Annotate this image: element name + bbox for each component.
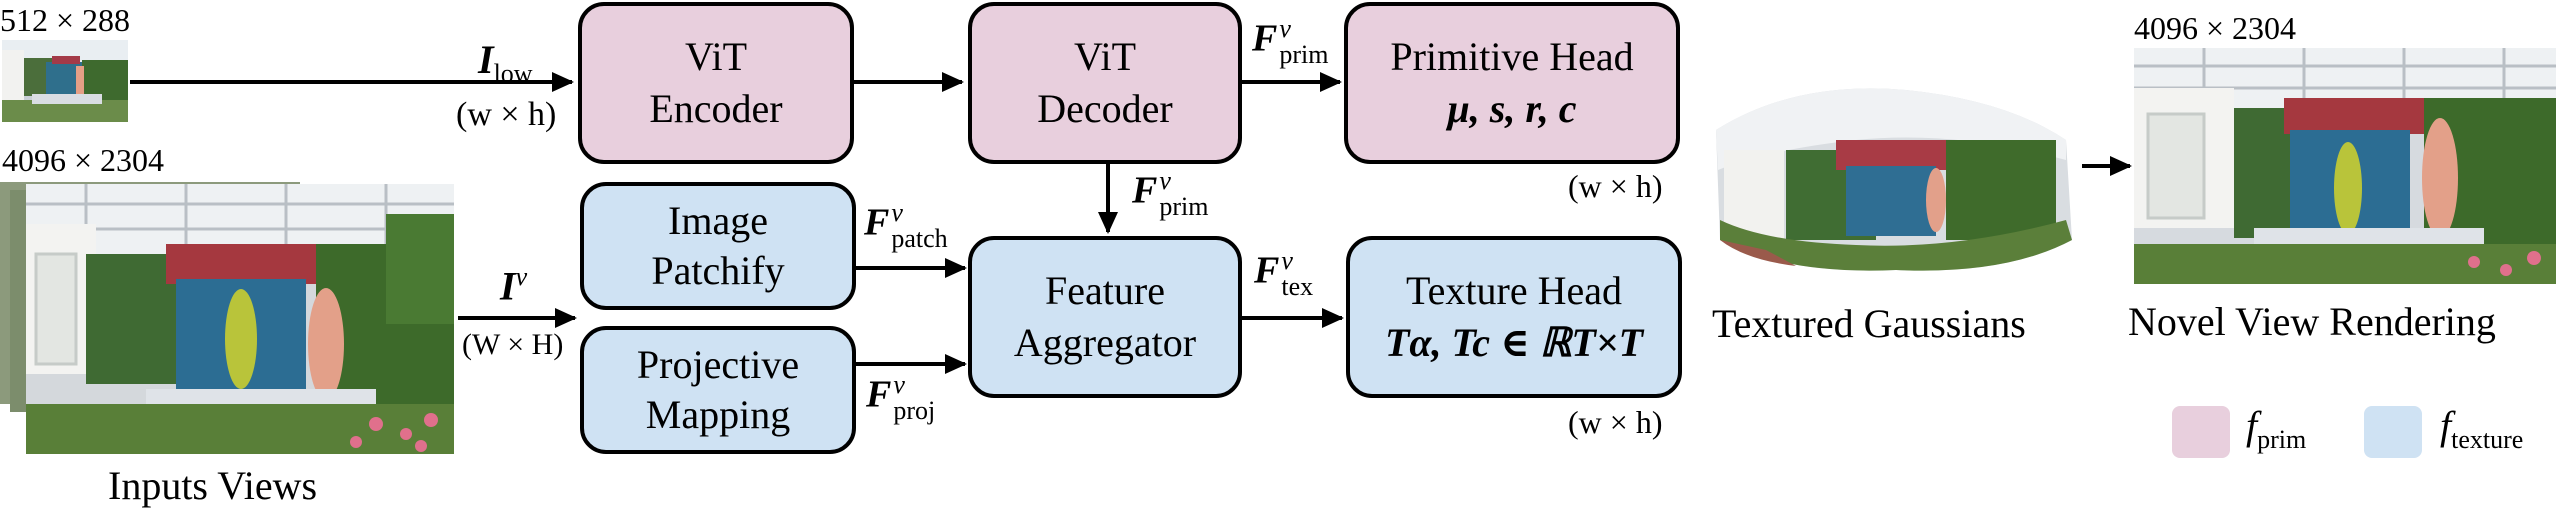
texture-head-math: Tα, Tc ∈ ℝT×T [1384, 320, 1644, 365]
i-v-dim-label: (W × H) [462, 328, 564, 361]
primitive-head-math: μ, s, r, c [1447, 86, 1577, 131]
legend-texture-swatch [2364, 406, 2422, 458]
vit-decoder-box: ViT Decoder [968, 2, 1242, 164]
image-patchify-box: Image Patchify [580, 182, 856, 310]
texture-head-dim: (w × h) [1568, 404, 1663, 440]
texture-head-box: Texture Head Tα, Tc ∈ ℝT×T [1346, 236, 1682, 398]
primitive-head-dim: (w × h) [1568, 168, 1663, 204]
primitive-head-box: Primitive Head μ, s, r, c [1344, 2, 1680, 164]
legend-texture-label: ftexture [2440, 403, 2524, 454]
i-low-dim-label: (w × h) [456, 96, 557, 133]
vit-encoder-box: ViT Encoder [578, 2, 854, 164]
i-v-label: Iv [500, 262, 528, 309]
textured-gaussians-image [1706, 70, 2076, 280]
legend-prim-swatch [2172, 406, 2230, 458]
render-res-label: 4096 × 2304 [2134, 10, 2297, 46]
i-low-label: Ilow [478, 37, 533, 88]
projective-mapping-box: Projective Mapping [580, 326, 856, 454]
primitive-head-title: Primitive Head [1390, 34, 1634, 79]
texture-head-title: Texture Head [1406, 268, 1622, 313]
high-res-input-image [26, 184, 454, 454]
novel-view-rendering-caption: Novel View Rendering [2128, 299, 2496, 344]
low-res-input-image [2, 40, 128, 122]
novel-view-rendering-image [2134, 48, 2556, 284]
inputs-views-caption: Inputs Views [108, 463, 318, 508]
feature-aggregator-box: Feature Aggregator [968, 236, 1242, 398]
high-res-label: 4096 × 2304 [2, 142, 165, 178]
legend-prim-label: fprim [2246, 403, 2307, 454]
low-res-label: 512 × 288 [0, 2, 131, 38]
textured-gaussians-caption: Textured Gaussians [1712, 301, 2026, 346]
